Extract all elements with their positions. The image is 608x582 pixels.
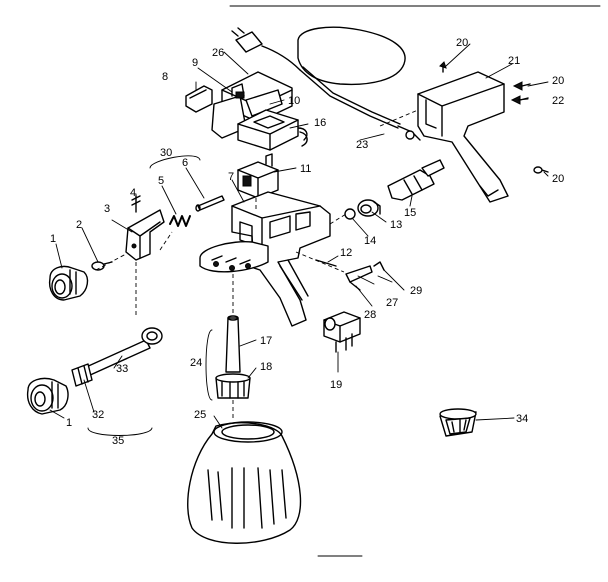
alignment-line-linkage	[295, 251, 345, 273]
label-34: 34	[516, 413, 528, 425]
part-13-nut	[357, 199, 381, 217]
label-20-right: 20	[552, 75, 564, 87]
label-20-lower: 20	[552, 173, 564, 185]
part-14-washer	[344, 208, 356, 220]
part-1-nozzle-top	[48, 265, 89, 301]
label-22: 22	[552, 95, 564, 107]
label-6: 6	[182, 157, 188, 169]
label-33: 33	[116, 363, 128, 375]
label-19: 19	[330, 379, 342, 391]
part-32-coupling	[71, 363, 93, 387]
label-16: 16	[314, 117, 326, 129]
label-15: 15	[404, 207, 416, 219]
label-4: 4	[130, 187, 136, 199]
part-16-coil	[237, 109, 308, 151]
part-19-valve-block	[323, 311, 361, 353]
part-27-lever	[345, 265, 373, 291]
label-17: 17	[260, 335, 272, 347]
label-29: 29	[410, 285, 422, 297]
label-35: 35	[112, 435, 124, 447]
part-20-screw-top	[439, 61, 447, 73]
part-10-bracket	[245, 89, 283, 117]
part-25-container	[187, 421, 302, 544]
part-15-tube	[387, 159, 445, 201]
label-32: 32	[92, 409, 104, 421]
label-1-bottom: 1	[66, 417, 72, 429]
label-27: 27	[386, 297, 398, 309]
alignment-line-left	[95, 253, 127, 271]
part-11-switch	[237, 153, 279, 199]
part-29-spring-pin	[373, 261, 393, 283]
label-26: 26	[212, 47, 224, 59]
leader-lines	[49, 43, 549, 429]
part-8-clip	[185, 85, 213, 113]
label-12: 12	[340, 247, 352, 259]
label-11: 11	[300, 163, 311, 175]
label-13: 13	[390, 219, 402, 231]
label-1-top: 1	[50, 233, 56, 245]
part-20-screw-lower	[533, 166, 549, 174]
label-5: 5	[158, 175, 164, 187]
part-21-trigger-housing	[417, 71, 509, 203]
part-labels: 20 21 20 22 20 23 26 9 8 10 16 11 30 6 7…	[50, 37, 564, 447]
label-14: 14	[364, 235, 376, 247]
part-7-gun-body	[199, 191, 331, 327]
bracket-24	[205, 329, 213, 401]
part-34-filter-cup	[439, 408, 477, 437]
part-4-pin	[131, 195, 141, 213]
part-3-valve-body	[125, 209, 165, 261]
label-2: 2	[76, 219, 82, 231]
part-26-power-cord	[231, 26, 421, 141]
label-3: 3	[104, 203, 110, 215]
label-28: 28	[364, 309, 376, 321]
part-12-pin	[315, 259, 337, 267]
alignment-line-tube	[329, 213, 347, 225]
label-10: 10	[288, 95, 300, 107]
bracket-35	[87, 427, 153, 436]
label-20-top: 20	[456, 37, 468, 49]
label-7: 7	[228, 171, 234, 183]
part-6-rod	[195, 195, 225, 212]
label-21: 21	[508, 55, 520, 67]
part-1-nozzle-bottom	[26, 377, 69, 415]
part-20-screw-right	[512, 81, 531, 91]
label-30: 30	[160, 147, 172, 159]
label-23: 23	[356, 139, 368, 151]
part-5-spring	[169, 215, 191, 227]
label-8: 8	[162, 71, 168, 83]
part-17-pickup-tube	[225, 315, 241, 373]
label-24: 24	[190, 357, 202, 369]
label-18: 18	[260, 361, 272, 373]
bracket-30	[149, 155, 201, 169]
part-18-filter	[215, 373, 251, 399]
alignment-line-top	[159, 231, 173, 251]
label-25: 25	[194, 409, 206, 421]
label-9: 9	[192, 57, 198, 69]
